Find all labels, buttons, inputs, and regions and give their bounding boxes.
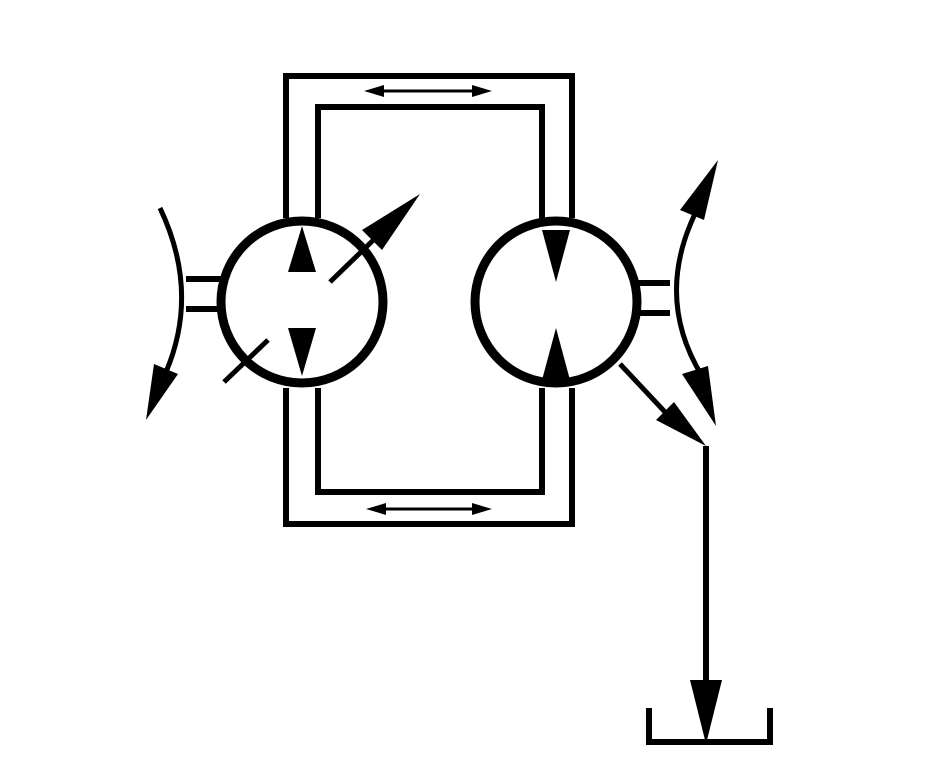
variable-displacement-pump-symbol — [146, 194, 420, 420]
reservoir-tank-symbol — [646, 708, 773, 745]
tank-return-arrowhead — [690, 680, 722, 744]
variable-displacement-arrow — [222, 338, 270, 384]
pump-drive-shaft — [186, 276, 222, 312]
pump-flow-triangle-down — [288, 328, 316, 376]
pump-rotation-arrow — [157, 206, 185, 373]
motor-flow-triangle-down — [542, 230, 570, 282]
case-drain-line — [618, 362, 722, 744]
flow-arrows — [364, 85, 492, 515]
variable-displacement-arrowhead — [362, 194, 420, 250]
lower-flow-bidirectional-arrow — [366, 503, 492, 515]
upper-flow-bidirectional-arrow — [364, 85, 492, 97]
case-drain-arrowhead — [656, 402, 706, 446]
pump-flow-triangle-up — [288, 226, 316, 272]
upper-working-line-inner — [315, 104, 545, 218]
lower-working-line-inner — [315, 388, 545, 495]
upper-working-line-outer — [283, 73, 575, 218]
motor-rotation-arrowhead-down — [682, 366, 716, 426]
lower-working-line-outer — [283, 388, 575, 527]
motor-rotation-arrow — [674, 202, 705, 378]
motor-flow-triangle-up — [542, 328, 570, 380]
motor-output-shaft — [636, 280, 670, 316]
working-lines — [283, 73, 575, 527]
fixed-displacement-motor-symbol — [470, 160, 718, 426]
motor-rotation-arrowhead-up — [680, 160, 718, 220]
pump-rotation-arrowhead — [146, 364, 178, 420]
